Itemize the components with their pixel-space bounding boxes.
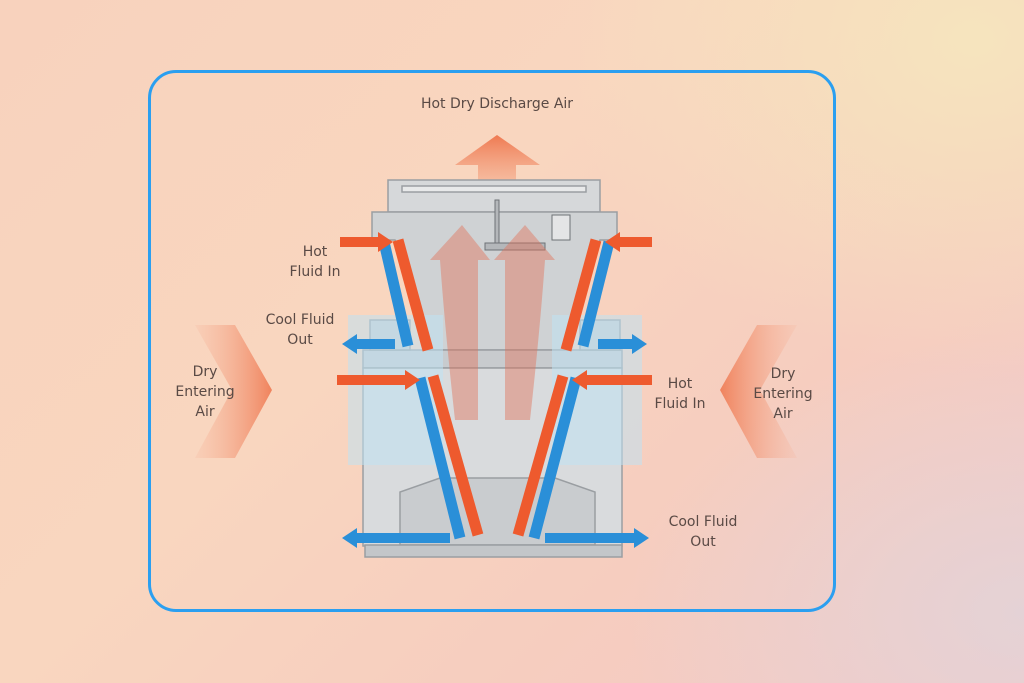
label-hot-dry-discharge-air: Hot Dry Discharge Air bbox=[420, 96, 574, 112]
hot-fluid-arrows bbox=[337, 232, 652, 390]
cool-fluid-arrows bbox=[342, 334, 649, 548]
discharge-air-arrow bbox=[455, 135, 540, 182]
label-cool-fluid-out-left: Cool Fluid Out bbox=[265, 312, 335, 348]
label-cool-fluid-out-right: Cool Fluid Out bbox=[668, 514, 738, 550]
label-dry-entering-air-right: Dry Entering Air bbox=[753, 366, 813, 422]
background-glow bbox=[624, 333, 1024, 683]
label-hot-fluid-in-right: Hot Fluid In bbox=[654, 376, 706, 412]
diagram-frame bbox=[148, 70, 836, 612]
internal-air-arrow-left bbox=[430, 225, 490, 420]
label-dry-entering-air-left: Dry Entering Air bbox=[175, 364, 235, 420]
internal-air-arrow-right bbox=[494, 225, 555, 420]
label-hot-fluid-in-left: Hot Fluid In bbox=[289, 244, 341, 280]
dry-air-arrow-right bbox=[720, 325, 797, 458]
coils bbox=[378, 238, 615, 540]
dry-air-arrow-left bbox=[195, 325, 272, 458]
fan-motor bbox=[484, 199, 571, 251]
